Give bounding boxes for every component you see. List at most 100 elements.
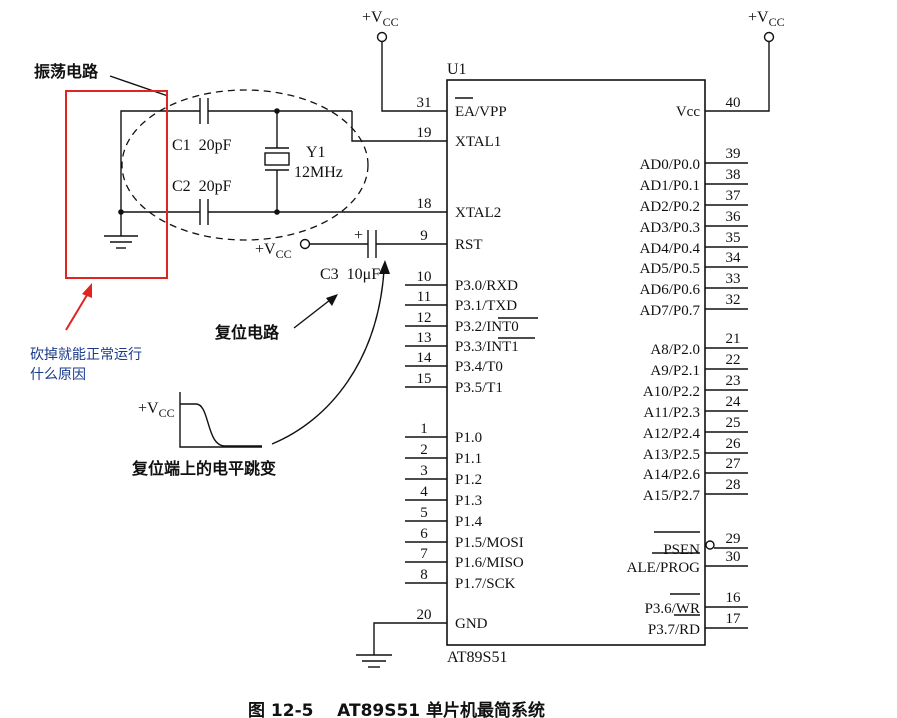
right-pin-number: 40 <box>726 95 741 111</box>
right-pin-number: 16 <box>726 590 742 606</box>
left-pin-name: P1.7/SCK <box>455 576 516 592</box>
chip-ref: U1 <box>447 61 467 78</box>
left-pin-name: P3.2/INT0 <box>455 319 519 335</box>
right-pin-number: 33 <box>726 271 741 287</box>
right-pin-number: 28 <box>726 477 741 493</box>
right-pin-name: A13/P2.5 <box>643 447 700 463</box>
svg-text:+VCC: +VCC <box>748 9 785 29</box>
svg-text:+VCC: +VCC <box>362 9 399 29</box>
left-pin-number: 6 <box>420 526 428 542</box>
left-pin-number: 12 <box>417 310 432 326</box>
right-pin-number: 24 <box>726 394 742 410</box>
right-pin-name: AD4/P0.4 <box>640 241 701 257</box>
left-pin-3: 3P1.2 <box>405 463 482 488</box>
left-pin-4: 4P1.3 <box>405 484 482 509</box>
left-pin-name: P1.5/MOSI <box>455 535 524 551</box>
left-pin-1: 1P1.0 <box>405 421 482 446</box>
left-pin-name: P3.3/INT1 <box>455 339 519 355</box>
left-pin-5: 5P1.4 <box>405 505 483 530</box>
right-pin-name: AD5/P0.5 <box>640 261 700 277</box>
left-pin-number: 10 <box>417 269 432 285</box>
left-pin-number: 11 <box>417 289 431 305</box>
left-pin-name: P1.3 <box>455 493 482 509</box>
right-pin-name: A15/P2.7 <box>643 488 701 504</box>
left-pin-name: XTAL2 <box>455 205 501 221</box>
reset-circuit: +VCC + C3 10μF <box>255 227 447 283</box>
c3-polarity: + <box>354 227 363 244</box>
right-pin-name: AD2/P0.2 <box>640 199 700 215</box>
right-pin-name: Vcc <box>676 104 700 120</box>
left-pin-8: 8P1.7/SCK <box>405 567 516 592</box>
right-pin-name: P3.7/RD <box>648 622 700 638</box>
chip-part: AT89S51 <box>447 649 507 666</box>
right-pin-name: P3.6/WR <box>645 601 700 617</box>
reset-circuit-label: 复位电路 <box>214 323 280 342</box>
right-pin-name: AD1/P0.1 <box>640 178 700 194</box>
right-pin-name: A12/P2.4 <box>643 426 701 442</box>
c1-label: C1 20pF <box>172 137 232 154</box>
left-pin-name: P1.0 <box>455 430 482 446</box>
left-pin-group: 31EA/VPP19XTAL118XTAL29RST10P3.0/RXD11P3… <box>405 95 524 632</box>
oscillator-circuit: C1 20pF C2 20pF Y1 12MHz <box>104 89 447 249</box>
right-pin-number: 30 <box>726 549 741 565</box>
question-line-1: 砍掉就能正常运行 <box>30 347 142 363</box>
left-pin-number: 19 <box>417 125 432 141</box>
right-pin-number: 38 <box>726 167 741 183</box>
left-pin-number: 2 <box>420 442 428 458</box>
oscillator-label: 振荡电路 <box>34 62 99 81</box>
left-pin-name: EA/VPP <box>455 104 507 120</box>
y1-value-label: 12MHz <box>294 164 343 181</box>
left-pin-number: 1 <box>420 421 428 437</box>
right-pin-number: 36 <box>726 209 742 225</box>
c2-label: C2 20pF <box>172 178 232 195</box>
reset-level-arrow <box>271 269 385 445</box>
right-pin-number: 32 <box>726 292 741 308</box>
red-arrow <box>65 283 92 331</box>
reset-waveform: +VCC <box>138 392 262 448</box>
reset-level-label: 复位端上的电平跳变 <box>131 459 276 478</box>
right-pin-name: A14/P2.6 <box>643 467 701 483</box>
oscillator-leader <box>109 75 169 97</box>
svg-text:+VCC: +VCC <box>138 400 175 420</box>
reset-level-arrowhead <box>379 260 390 274</box>
right-pin-name: AD0/P0.0 <box>640 157 700 173</box>
left-pin-number: 7 <box>420 546 428 562</box>
right-pin-number: 34 <box>726 250 742 266</box>
left-pin-name: RST <box>455 237 483 253</box>
left-pin-number: 18 <box>417 196 432 212</box>
left-pin-name: GND <box>455 616 488 632</box>
left-pin-name: P3.1/TXD <box>455 298 517 314</box>
left-pin-2: 2P1.1 <box>405 442 482 467</box>
right-pin-name: AD7/P0.7 <box>640 303 701 319</box>
right-pin-name: A11/P2.3 <box>643 405 700 421</box>
y1-ref-label: Y1 <box>306 144 326 161</box>
highlight-box <box>65 90 168 279</box>
gnd-connection <box>356 622 447 668</box>
left-pin-name: P1.6/MISO <box>455 555 524 571</box>
right-pin-name: ALE/PROG <box>627 560 701 576</box>
